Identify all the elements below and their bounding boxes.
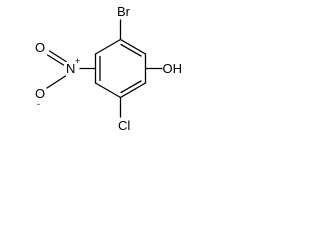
hydroxyl-group-label: OH (163, 61, 183, 76)
nitro-oxygen-bottom-label: O (35, 86, 45, 101)
nitro-oxygen-charge: - (37, 99, 40, 109)
ring-bond-c4-c5 (94, 82, 122, 99)
nitro-nitrogen-charge: + (75, 56, 80, 66)
nitro-bond-n-o-bottom (46, 75, 67, 89)
ring-bond-c3-c4 (119, 82, 147, 99)
nitro-oxygen-top-label: O (35, 40, 45, 55)
nitro-bond-n-o-top-1 (48, 50, 67, 63)
ring-bond-c6-c1 (94, 38, 122, 55)
chemical-structure-diagram: Br OH Cl N + O O - (35, 4, 183, 133)
chlorine-atom-label: Cl (118, 118, 130, 133)
nitro-nitrogen-label: N (66, 61, 75, 76)
ring-bond-c1-c2 (119, 38, 147, 55)
ring-double-bond-c1-c2 (120, 43, 142, 57)
benzene-ring (94, 38, 147, 99)
nitro-bond-n-o-top-2 (46, 54, 65, 66)
substituent-bonds (46, 19, 163, 118)
ring-double-bond-c3-c4 (120, 80, 142, 94)
bromine-atom-label: Br (117, 4, 131, 19)
